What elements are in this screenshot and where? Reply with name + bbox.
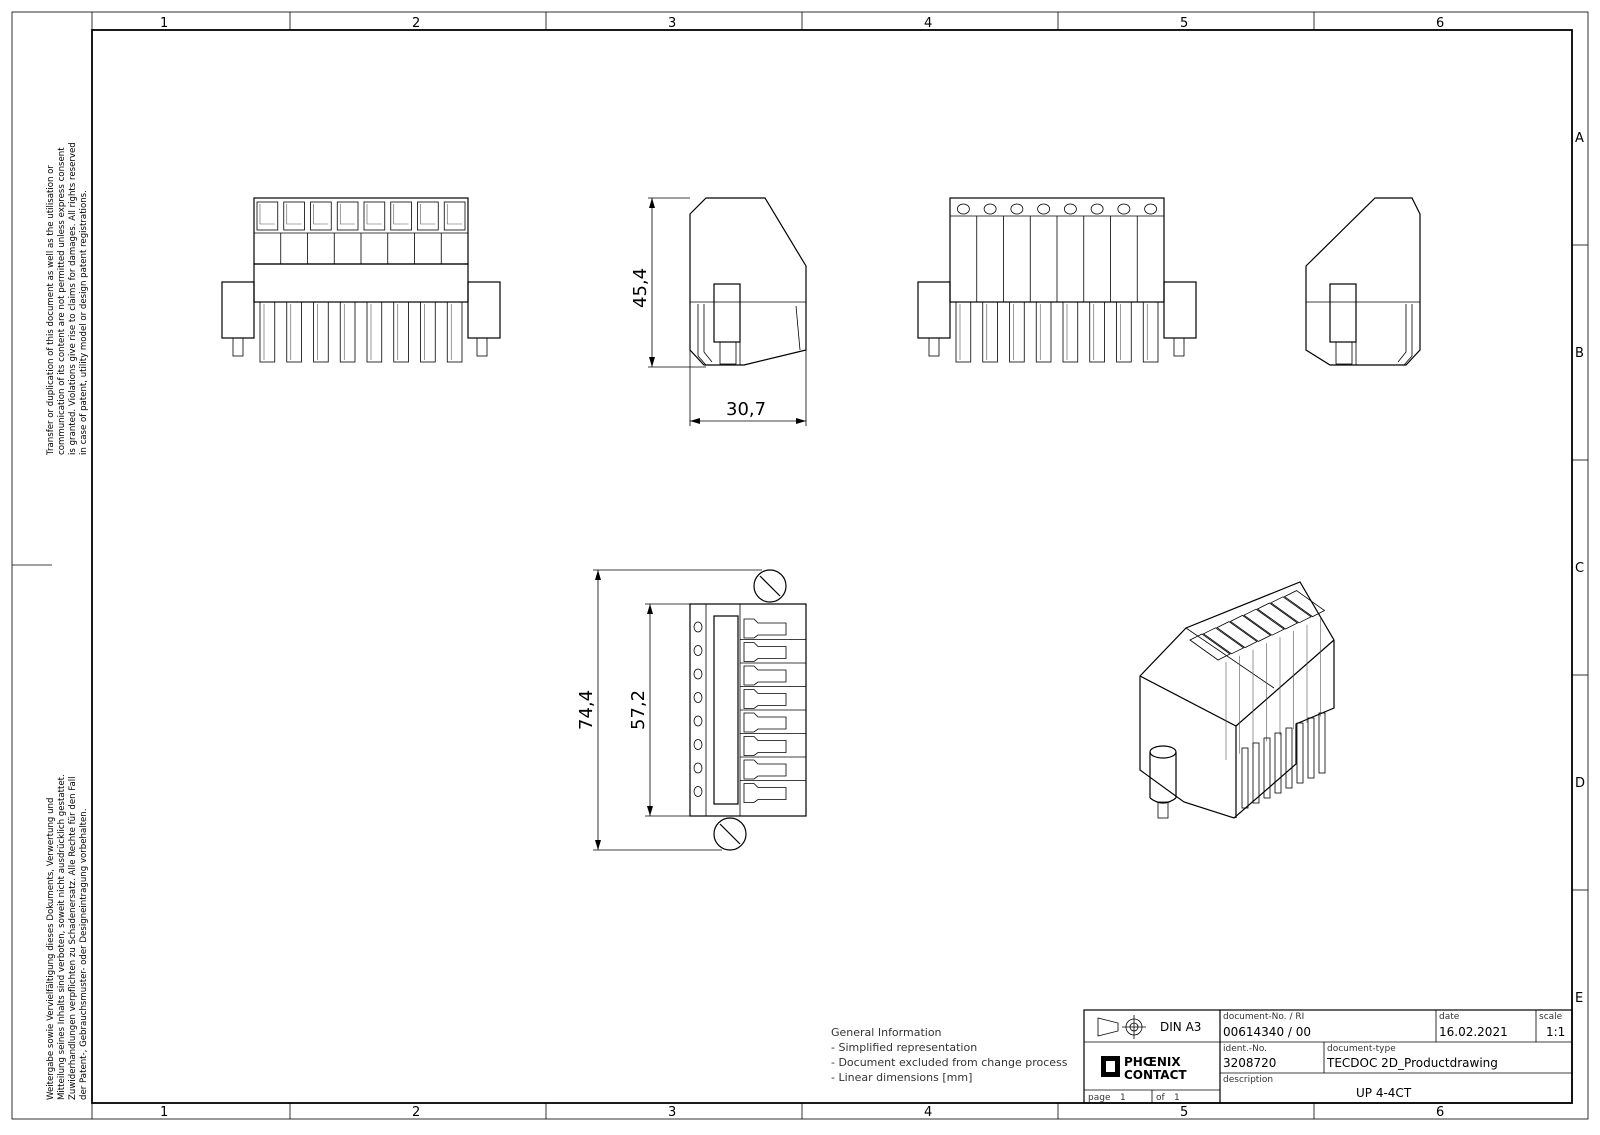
general-info-title: General Information (831, 1026, 942, 1039)
general-information: General Information - Simplified represe… (831, 1026, 1068, 1084)
description: UP 4-4CT (1356, 1086, 1412, 1100)
svg-text:is granted. Violations give ri: is granted. Violations give rise to clai… (68, 142, 78, 455)
row-label: A (1575, 131, 1584, 146)
legal-notice-en: Transfer or duplication of this document… (46, 142, 89, 456)
page-label: page (1088, 1093, 1111, 1103)
svg-text:30,7: 30,7 (726, 399, 766, 420)
col-label-top: 6 (1436, 16, 1444, 31)
col-label-bottom: 2 (412, 1105, 420, 1120)
row-label: E (1575, 991, 1583, 1006)
col-label-bottom: 3 (668, 1105, 676, 1120)
doctype: TECDOC 2D_Productdrawing (1326, 1056, 1498, 1070)
front-view (221, 197, 501, 363)
scale-label: scale (1539, 1012, 1563, 1022)
of-label: of (1156, 1093, 1166, 1103)
svg-text:PHŒNIX: PHŒNIX (1124, 1055, 1181, 1069)
sheet-format: DIN A3 (1160, 1020, 1201, 1034)
side-view (689, 197, 807, 366)
date-label: date (1439, 1012, 1460, 1022)
row-label: B (1575, 346, 1584, 361)
col-label-top: 5 (1180, 16, 1188, 31)
page-number: 1 (1120, 1093, 1126, 1103)
title-block: DIN A3 PHŒNIX CONTACT page 1 of 1 docume… (1083, 1009, 1573, 1104)
svg-text:Transfer or duplication of thi: Transfer or duplication of this document… (46, 165, 56, 456)
document-no-label: document-No. / RI (1223, 1012, 1304, 1022)
svg-text:communication of its content a: communication of its content are not per… (57, 147, 67, 455)
general-info-item: - Simplified representation (831, 1041, 977, 1054)
svg-text:CONTACT: CONTACT (1124, 1068, 1187, 1082)
doctype-label: document-type (1327, 1044, 1396, 1054)
svg-text:Mitteilung seines Inhalts sind: Mitteilung seines Inhalts sind verboten,… (57, 774, 67, 1100)
col-label-top: 1 (160, 16, 168, 31)
drawing-border (91, 29, 1573, 1104)
column-grid: 1 2 3 4 5 6 1 2 3 4 5 6 (160, 12, 1444, 1120)
scale: 1:1 (1546, 1025, 1565, 1039)
col-label-bottom: 6 (1436, 1105, 1444, 1120)
svg-text:74,4: 74,4 (576, 690, 597, 730)
dimension-height: 45,4 (630, 197, 706, 368)
phoenix-contact-logo: PHŒNIX CONTACT (1101, 1055, 1187, 1082)
ident-no: 3208720 (1223, 1056, 1276, 1070)
date: 16.02.2021 (1439, 1025, 1508, 1039)
general-info-item: - Document excluded from change process (831, 1056, 1068, 1069)
document-no: 00614340 / 00 (1223, 1025, 1311, 1039)
svg-text:Weitergabe sowie Vervielfältig: Weitergabe sowie Vervielfältigung dieses… (46, 798, 56, 1100)
col-label-top: 4 (924, 16, 932, 31)
rear-view (917, 197, 1197, 363)
dimension-overall-length: 74,4 (576, 569, 762, 851)
svg-text:Zuwiderhandlungen verpflichten: Zuwiderhandlungen verpflichten zu Schade… (68, 777, 78, 1101)
col-label-bottom: 5 (1180, 1105, 1188, 1120)
col-label-top: 3 (668, 16, 676, 31)
svg-text:45,4: 45,4 (630, 268, 651, 308)
svg-text:der Patent-, Gebrauchsmuster-: der Patent-, Gebrauchsmuster- oder Desig… (79, 809, 89, 1101)
row-label: C (1575, 561, 1584, 576)
row-grid: A B C D E (1572, 131, 1588, 1006)
ident-label: ident.-No. (1223, 1044, 1267, 1054)
legal-notice-de: Weitergabe sowie Vervielfältigung dieses… (46, 774, 89, 1100)
row-label: D (1575, 776, 1585, 791)
col-label-top: 2 (412, 16, 420, 31)
projection-symbol-icon (1097, 1015, 1146, 1039)
dimension-pitch-length: 57,2 (628, 603, 690, 817)
top-view (689, 569, 807, 851)
svg-text:in case of patent, utility mod: in case of patent, utility model or desi… (79, 190, 89, 455)
side-view-right (1305, 197, 1421, 366)
isometric-view (1139, 581, 1335, 819)
col-label-bottom: 4 (924, 1105, 932, 1120)
col-label-bottom: 1 (160, 1105, 168, 1120)
description-label: description (1223, 1075, 1273, 1085)
general-info-item: - Linear dimensions [mm] (831, 1071, 972, 1084)
dimension-depth: 30,7 (689, 350, 807, 426)
svg-text:57,2: 57,2 (628, 690, 649, 730)
outer-frame (11, 11, 1589, 1120)
of-number: 1 (1174, 1093, 1180, 1103)
